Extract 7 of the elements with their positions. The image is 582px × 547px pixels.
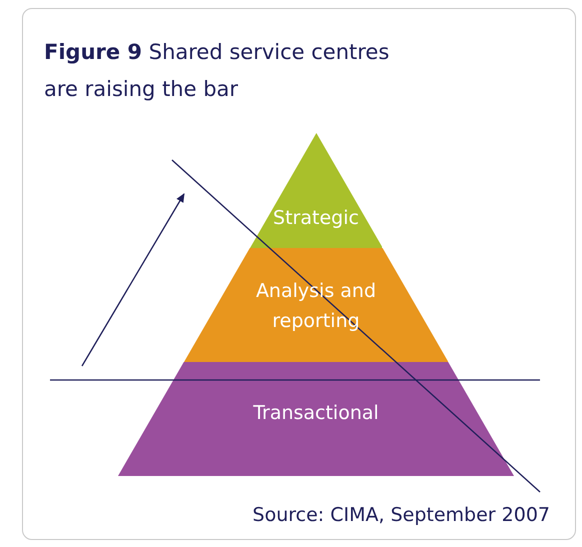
strategic-layer [250, 133, 382, 248]
source-caption: Source: CIMA, September 2007 [252, 504, 550, 526]
transactional-layer [118, 362, 514, 476]
layer-label: Strategic [272, 206, 360, 231]
layer-label: Transactional [252, 401, 380, 426]
figure-title: Figure 9 Shared service centres are raising the bar [44, 39, 390, 103]
analysis-layer [184, 248, 448, 362]
